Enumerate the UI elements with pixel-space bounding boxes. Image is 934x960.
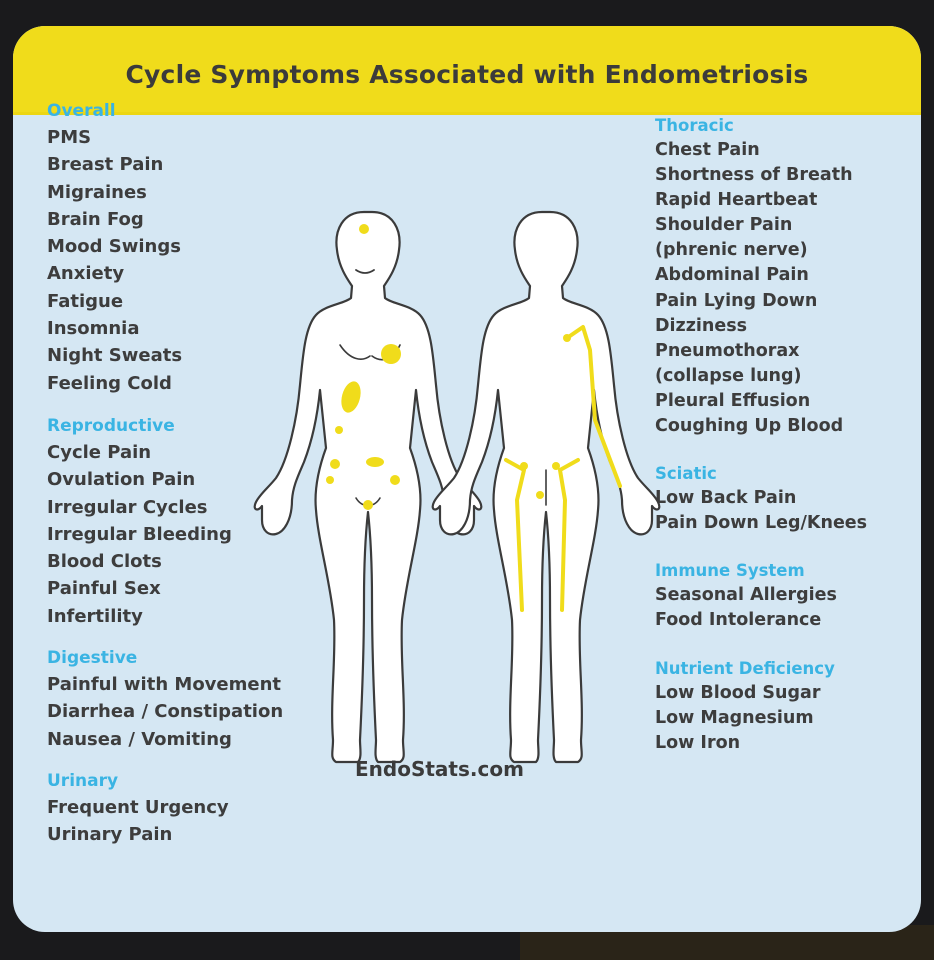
spacer <box>655 439 900 461</box>
section-title: Urinary <box>47 770 119 791</box>
symptom-item: Insomnia <box>47 318 140 340</box>
section-urinary: Urinary Frequent Urgency Urinary Pain <box>47 768 327 849</box>
section-title: Reproductive <box>47 415 175 436</box>
section-title: Thoracic <box>655 116 734 135</box>
section-nutrient-deficiency: Nutrient Deficiency Low Blood Sugar Low … <box>655 656 900 756</box>
symptom-item: Coughing Up Blood <box>655 416 844 437</box>
abdomen-dot-marker <box>335 426 343 434</box>
section-title: Immune System <box>655 561 805 581</box>
website-label: EndoStats.com <box>355 757 524 781</box>
symptom-item: Low Back Pain <box>655 488 797 509</box>
symptom-item: Food Intolerance <box>655 610 822 631</box>
symptom-item: Diarrhea / Constipation <box>47 701 284 723</box>
abdomen-marker <box>341 381 361 413</box>
spacer <box>655 536 900 558</box>
symptom-item: Migraines <box>47 181 147 203</box>
sciatic-right-line <box>558 458 580 612</box>
symptom-item: Urinary Pain <box>47 824 173 846</box>
nerve-lines <box>504 325 622 612</box>
symptom-item: Abdominal Pain <box>655 265 809 286</box>
symptom-item: Chest Pain <box>655 140 760 160</box>
section-digestive: Digestive Painful with Movement Diarrhea… <box>47 645 327 753</box>
symptom-item: Infertility <box>47 605 143 627</box>
back-body-figure <box>431 210 661 764</box>
symptom-item: Low Iron <box>655 732 741 753</box>
symptom-item: Anxiety <box>47 263 125 285</box>
section-thoracic: Thoracic Chest Pain Shortness of Breath … <box>655 113 900 439</box>
section-title: Digestive <box>47 648 138 669</box>
symptom-item: Mood Swings <box>47 236 181 258</box>
symptom-item: Shortness of Breath <box>655 165 853 186</box>
uterus-marker <box>366 457 384 467</box>
symptom-item: Pain Lying Down <box>655 290 818 311</box>
bladder-marker <box>363 500 373 510</box>
ovary-right-marker <box>390 475 400 485</box>
section-title: Overall <box>47 101 116 121</box>
symptom-item: Blood Clots <box>47 551 162 573</box>
symptom-item: Brain Fog <box>47 208 144 230</box>
symptom-item: (phrenic nerve) <box>655 240 808 261</box>
symptom-item: Nausea / Vomiting <box>47 728 232 750</box>
section-reproductive: Reproductive Cycle Pain Ovulation Pain I… <box>47 413 327 630</box>
head-marker <box>359 224 369 234</box>
symptom-item: Dizziness <box>655 315 748 336</box>
sciatic-left-line <box>504 458 526 612</box>
symptom-item: Seasonal Allergies <box>655 585 837 606</box>
symptom-item: Breast Pain <box>47 154 164 176</box>
symptom-item: Pain Down Leg/Knees <box>655 513 868 534</box>
symptom-item: Painful Sex <box>47 578 161 600</box>
symptom-item: Irregular Cycles <box>47 496 208 518</box>
symptom-item: Rapid Heartbeat <box>655 190 818 211</box>
symptom-item: Frequent Urgency <box>47 796 229 818</box>
symptom-item: Low Blood Sugar <box>655 682 821 703</box>
section-overall: Overall PMS Breast Pain Migraines Brain … <box>47 98 327 397</box>
body-figures-illustration <box>253 210 661 764</box>
symptom-item: Pleural Effusion <box>655 390 811 411</box>
symptom-item: Ovulation Pain <box>47 469 196 491</box>
ovary-left-marker <box>330 459 340 469</box>
ovary-left-low-marker <box>326 476 334 484</box>
section-title: Sciatic <box>655 464 717 484</box>
symptom-item: Fatigue <box>47 290 124 312</box>
page-title: Cycle Symptoms Associated with Endometri… <box>125 60 809 89</box>
symptom-item: Cycle Pain <box>47 441 152 463</box>
symptom-item: (collapse lung) <box>655 365 802 386</box>
symptom-item: Low Magnesium <box>655 707 814 728</box>
phrenic-nerve-line <box>565 325 622 488</box>
section-title: Nutrient Deficiency <box>655 658 835 678</box>
section-immune-system: Immune System Seasonal Allergies Food In… <box>655 558 900 633</box>
symptom-item: PMS <box>47 127 92 148</box>
symptom-item: Feeling Cold <box>47 372 172 394</box>
left-column: Overall PMS Breast Pain Migraines Brain … <box>47 98 327 849</box>
breast-marker <box>381 344 401 364</box>
front-body-outline <box>253 210 483 764</box>
symptom-item: Painful with Movement <box>47 674 282 696</box>
symptom-item: Pneumothorax <box>655 340 800 361</box>
symptom-item: Night Sweats <box>47 345 183 367</box>
spacer <box>655 634 900 656</box>
symptom-markers <box>326 224 401 510</box>
header-banner: Cycle Symptoms Associated with Endometri… <box>13 26 921 115</box>
symptom-item: Shoulder Pain <box>655 215 793 236</box>
section-sciatic: Sciatic Low Back Pain Pain Down Leg/Knee… <box>655 461 900 536</box>
right-column: Thoracic Chest Pain Shortness of Breath … <box>655 113 900 756</box>
symptom-item: Irregular Bleeding <box>47 523 232 545</box>
